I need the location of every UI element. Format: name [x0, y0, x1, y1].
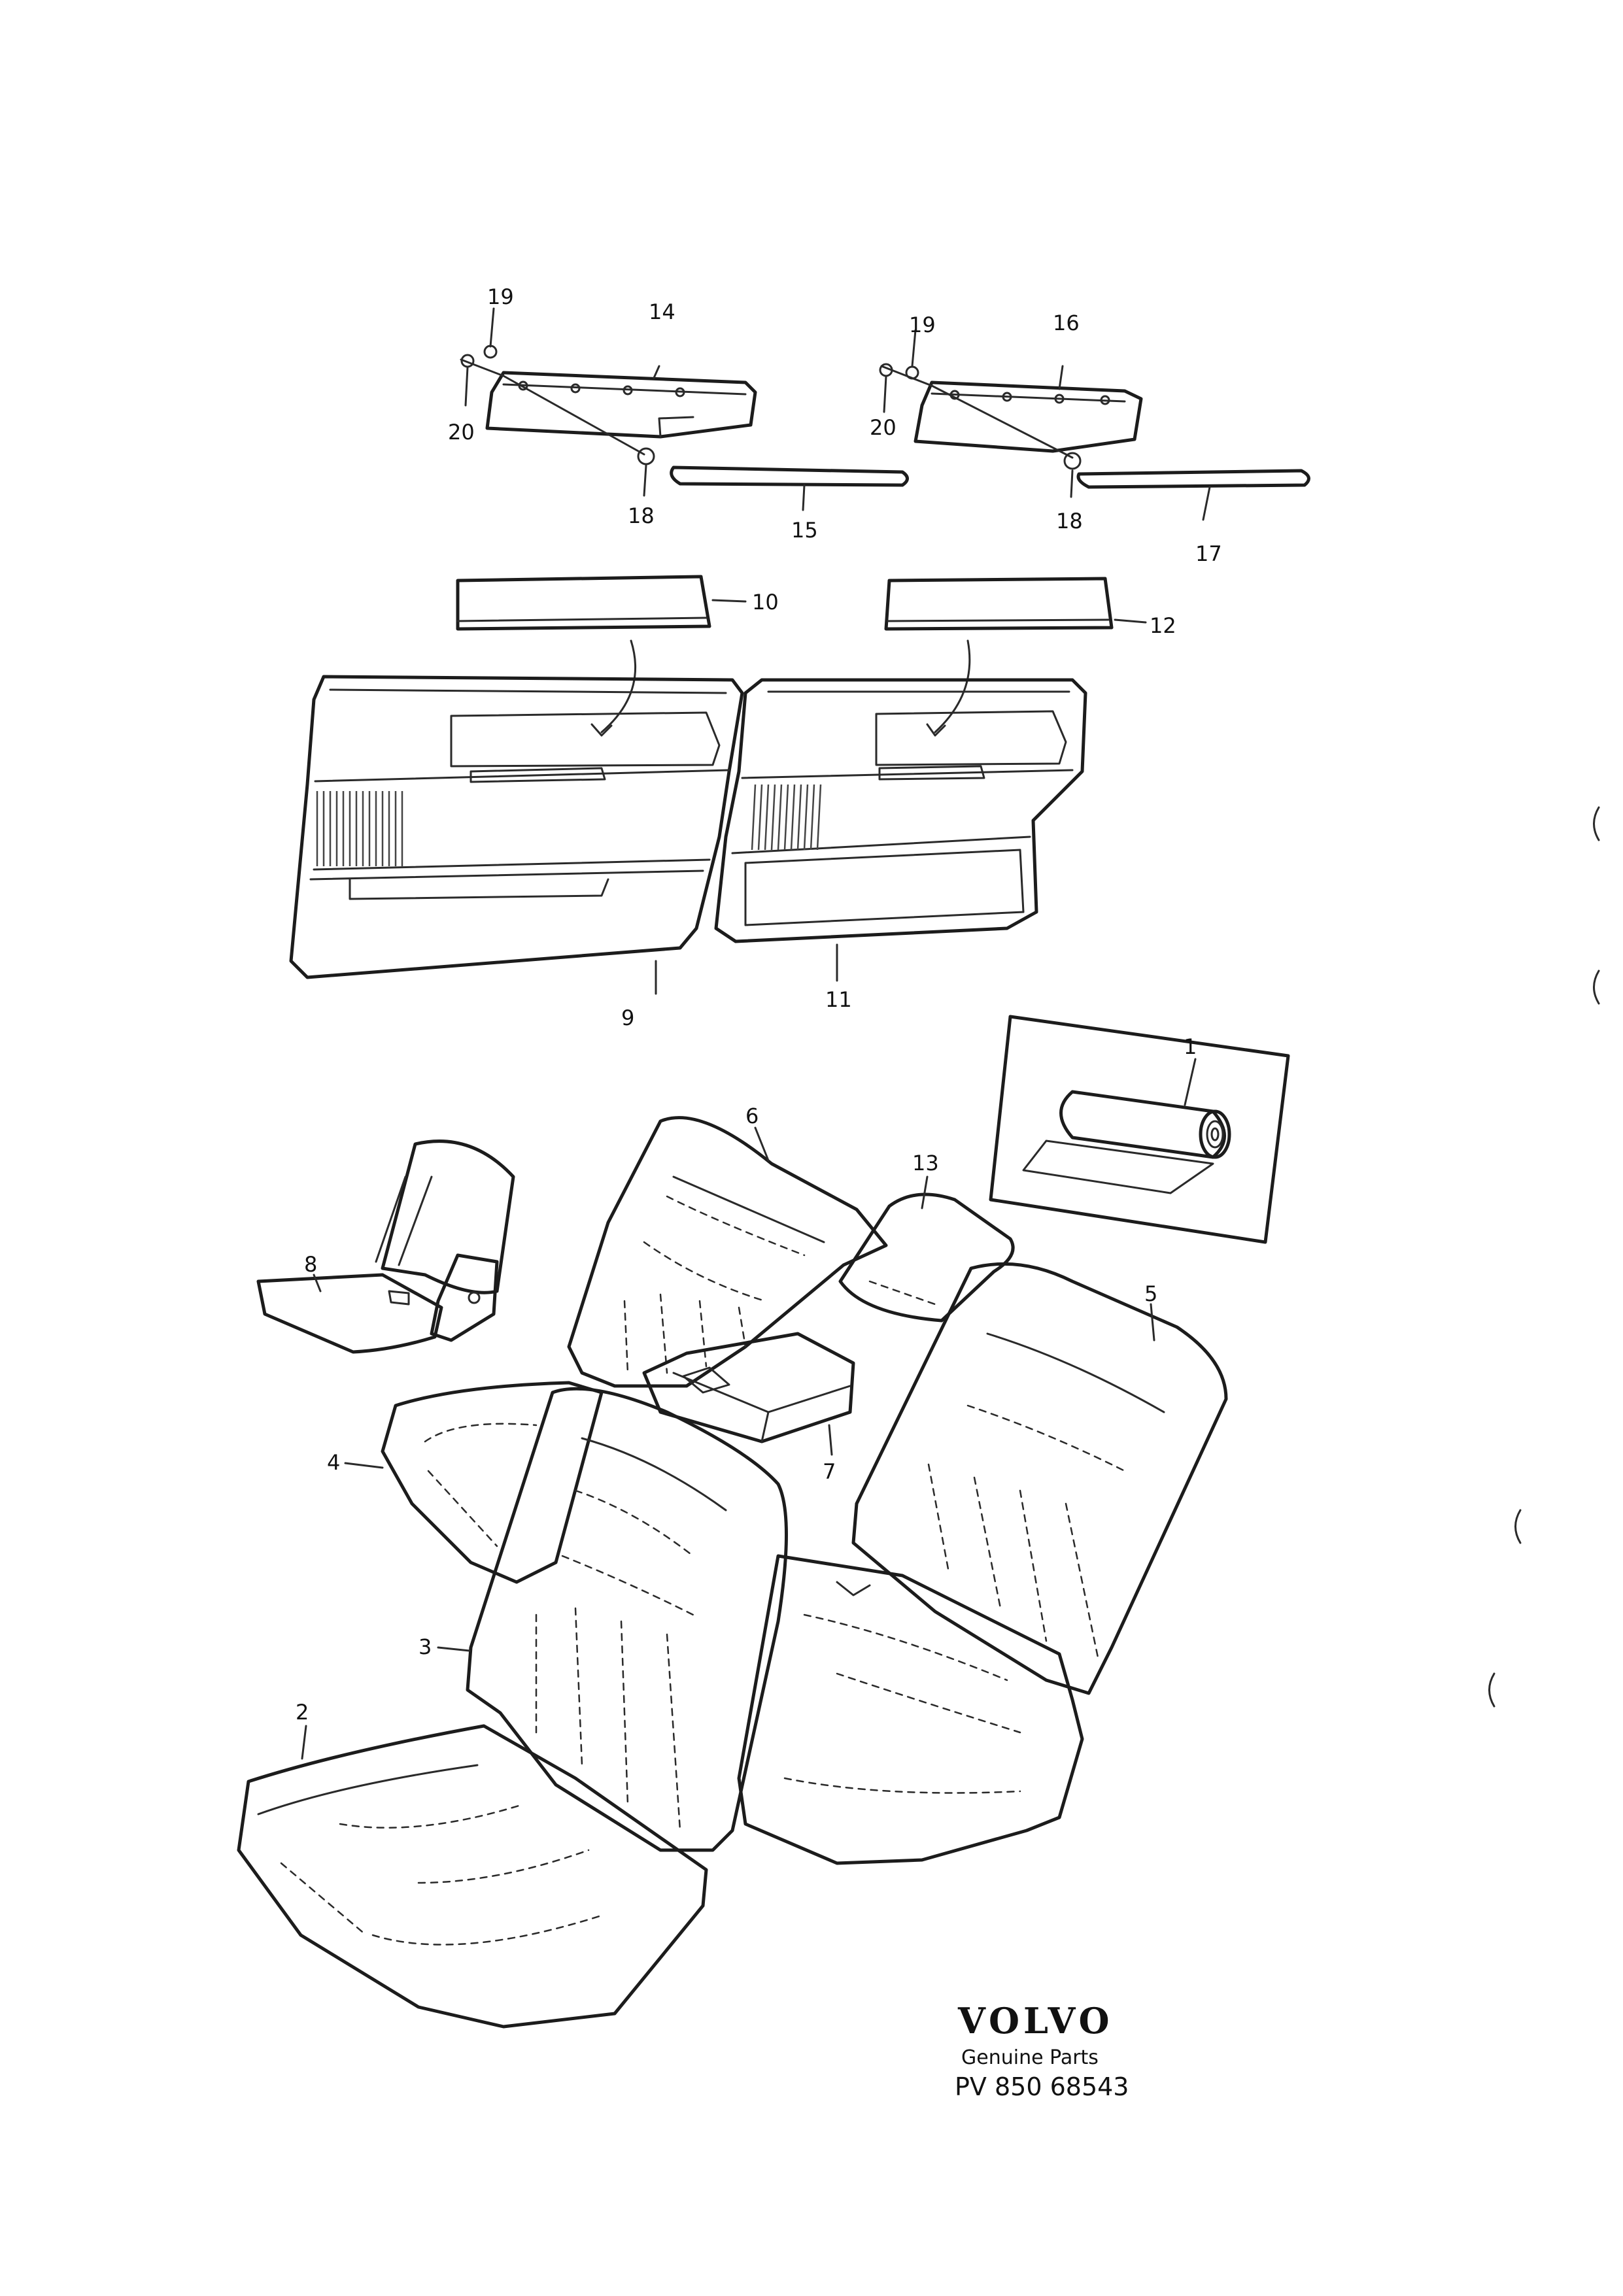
callout-10: 10 [752, 590, 779, 615]
material-roll-box [989, 1015, 1290, 1244]
callout-9: 9 [621, 1005, 634, 1030]
callout-14: 14 [649, 299, 675, 324]
armrest-bracket-right [914, 380, 1143, 453]
rear-seat-cushion-right [737, 1554, 1084, 1865]
callout-4: 4 [327, 1450, 340, 1475]
rear-seatback-5 [851, 1262, 1228, 1695]
callout-18a: 18 [628, 503, 655, 528]
part-code: PV 850 68543 [955, 2072, 1129, 2101]
front-seat-cushion-2 [237, 1724, 708, 2029]
callout-8: 8 [304, 1252, 317, 1277]
callout-3: 3 [419, 1634, 432, 1659]
callout-13: 13 [912, 1151, 939, 1175]
rear-seat-cushion-4 [381, 1381, 604, 1584]
door-panel-rear [714, 678, 1087, 943]
armrest-pad-10 [456, 575, 711, 631]
callout-labels: 1 2 3 4 5 6 7 8 9 10 11 12 13 14 15 16 1… [296, 284, 1222, 1725]
armrest-bracket-left [485, 371, 757, 439]
brand-block: VOLVO Genuine Parts PV 850 68543 [955, 2000, 1129, 2101]
callout-6: 6 [745, 1104, 759, 1128]
callout-11: 11 [825, 987, 852, 1012]
front-seatback-3 [466, 1387, 788, 1852]
fastener-right [879, 329, 1082, 498]
callout-19b: 19 [909, 312, 936, 337]
brand-subtitle: Genuine Parts [961, 2046, 1099, 2069]
callout-5: 5 [1144, 1281, 1157, 1306]
leader-lines [301, 365, 1211, 1760]
armrest-trim-right [1076, 469, 1310, 489]
armrest-pad-12 [884, 577, 1114, 631]
callout-17: 17 [1195, 541, 1222, 566]
callout-7: 7 [823, 1459, 836, 1484]
door-panel-front [289, 675, 744, 979]
callout-1: 1 [1184, 1034, 1197, 1059]
callout-19a: 19 [487, 284, 514, 309]
child-seat-8 [256, 1140, 515, 1354]
callout-20a: 20 [448, 420, 475, 445]
callout-15: 15 [791, 518, 818, 543]
head-restraint-13 [838, 1192, 1015, 1323]
armrest-trim-left [670, 465, 909, 487]
callout-2: 2 [296, 1700, 309, 1725]
armrest-7 [642, 1332, 855, 1443]
callout-20b: 20 [870, 415, 897, 440]
callout-12: 12 [1150, 613, 1176, 638]
callout-18b: 18 [1056, 509, 1083, 533]
volvo-logo: VOLVO [957, 2000, 1114, 2042]
fastener-left [460, 307, 655, 497]
callout-16: 16 [1053, 311, 1080, 335]
